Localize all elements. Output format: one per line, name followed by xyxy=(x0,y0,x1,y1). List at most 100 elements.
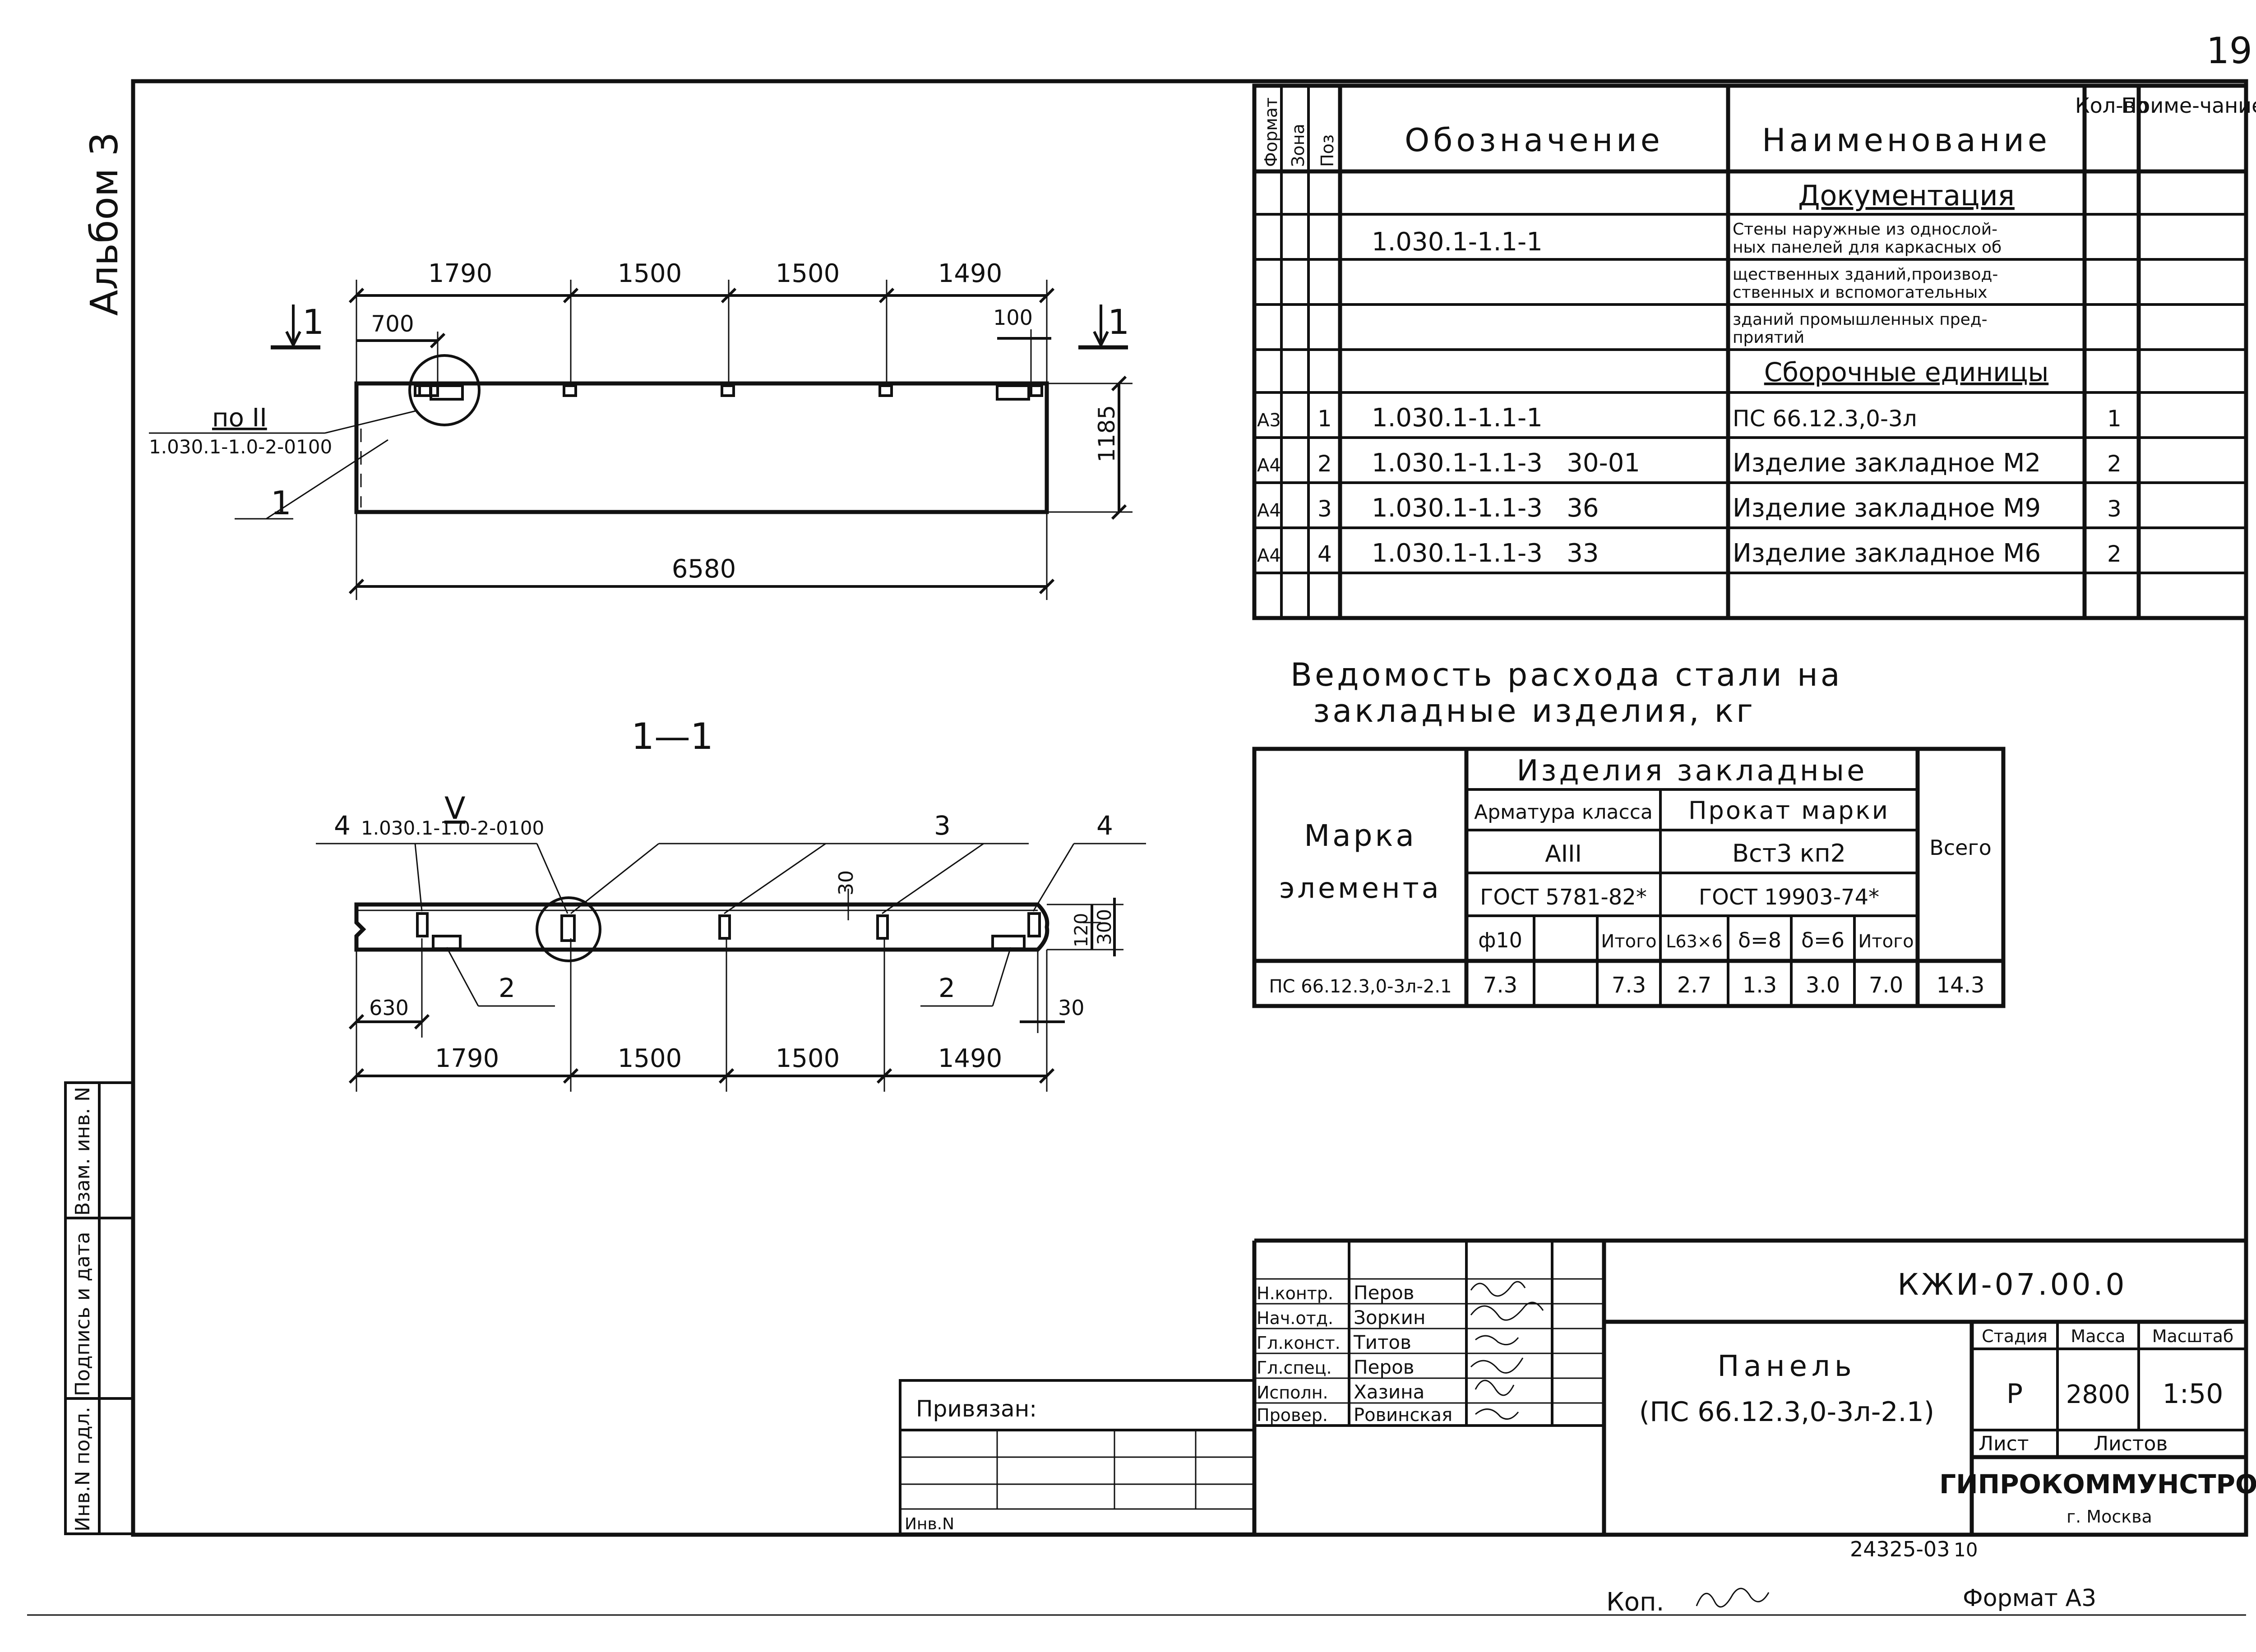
doc-designation: 1.030.1-1.1-1 xyxy=(1372,227,1543,257)
row-val-7: 7.0 xyxy=(1869,973,1903,998)
panel-plan-view: 1790 1500 1500 1490 700 100 1185 6580 1 xyxy=(149,259,1133,600)
steel-title-1: Ведомость расхода стали на xyxy=(1290,656,1843,693)
svg-text:2: 2 xyxy=(2107,541,2122,567)
sec-pos2-left: 2 xyxy=(499,973,515,1003)
h-mark-1: Марка xyxy=(1304,818,1417,853)
role-2: Нач.отд. xyxy=(1257,1308,1333,1328)
sec-embed-m9-1 xyxy=(560,914,576,942)
dim-100: 100 xyxy=(993,305,1033,330)
role-1: Н.контр. xyxy=(1257,1283,1333,1303)
sheet-corner-number: 19 xyxy=(2206,30,2252,72)
svg-text:А4: А4 xyxy=(1257,500,1281,521)
section-documentation: Документация xyxy=(1798,179,2015,212)
svg-text:2: 2 xyxy=(2107,451,2122,477)
ref-doc-section: 1.030.1-1.0-2-0100 xyxy=(361,817,544,839)
detail-circle-ii xyxy=(408,354,481,426)
archive-sheet: 10 xyxy=(1954,1539,1978,1561)
panel-outline xyxy=(354,381,1049,514)
sec-embed-m9-3 xyxy=(876,914,889,940)
doc-name-line-3: щественных зданий,производ- xyxy=(1733,265,1998,284)
svg-text:Изделие закладное М9: Изделие закладное М9 xyxy=(1733,494,2041,523)
h-rolled: Прокат марки xyxy=(1688,796,1890,825)
role-5: Исполн. xyxy=(1257,1383,1328,1403)
section-mark-right: 1 xyxy=(1078,302,1129,350)
svg-text:А3: А3 xyxy=(1257,410,1281,431)
h-mark-2: элемента xyxy=(1279,872,1441,904)
svg-text:2: 2 xyxy=(1318,451,1332,477)
section-view-1-1: 1—1 4 V 1.030.1-1.0-2-0100 3 4 2 2 xyxy=(316,715,1146,1092)
hdr-format: Формат xyxy=(1261,97,1281,167)
embed-m9-3 xyxy=(878,384,893,397)
svg-text:3: 3 xyxy=(1318,496,1332,522)
mass-value: 2800 xyxy=(2066,1380,2131,1409)
ref-label-v: V xyxy=(444,791,466,826)
svg-text:А4: А4 xyxy=(1257,455,1281,476)
h-rebar: Арматура класса xyxy=(1474,801,1653,824)
sub-7: Итого xyxy=(1858,931,1914,952)
sec-dim-bottom-4: 1490 xyxy=(938,1044,1003,1073)
person-6: Ровинская xyxy=(1354,1405,1452,1426)
spec-row-1: А3 1 1.030.1-1.1-1 ПС 66.12.3,0-3л 1 xyxy=(1257,403,2122,433)
sec-embed-m6-right xyxy=(1027,912,1041,937)
panel-section-outline xyxy=(354,902,1049,952)
doc-name-line-4: ственных и вспомогательных xyxy=(1733,283,1988,302)
h-scale: Масштаб xyxy=(2152,1326,2234,1346)
doc-name-line-1: Стены наружные из однослой- xyxy=(1733,220,1997,239)
sec-dim-30-right: 30 xyxy=(1058,996,1085,1020)
sec-embed-m2-left xyxy=(432,935,462,950)
footer: 24325-03 10 Коп. Формат А3 xyxy=(1606,1537,2096,1617)
svg-text:1.030.1-1.1-3 36: 1.030.1-1.1-3 36 xyxy=(1372,494,1599,523)
sub-3: Итого xyxy=(1601,931,1656,952)
sec-pos4-right: 4 xyxy=(1096,810,1113,841)
sec-pos3: 3 xyxy=(934,810,951,841)
svg-text:А4: А4 xyxy=(1257,545,1281,566)
title-block: Н.контр. Нач.отд. Гл.конст. Гл.спец. Исп… xyxy=(899,1238,2256,1535)
section-assemblies: Сборочные единицы xyxy=(1764,357,2049,388)
hdr-zone: Зона xyxy=(1288,124,1308,167)
spec-row-3: А4 3 1.030.1-1.1-3 36 Изделие закладное … xyxy=(1257,494,2122,523)
inv-label: Инв.N xyxy=(905,1515,954,1533)
sec-dim-630: 630 xyxy=(369,996,409,1020)
dim-top-3: 1500 xyxy=(776,259,840,288)
person-3: Титов xyxy=(1353,1331,1411,1353)
scale-value: 1:50 xyxy=(2163,1378,2224,1410)
row-mark: ПС 66.12.3,0-3л-2.1 xyxy=(1269,976,1452,997)
dim-700: 700 xyxy=(371,311,414,337)
dim-top-4: 1490 xyxy=(938,259,1003,288)
sec-embed-m2-right xyxy=(991,935,1026,950)
spec-row-4: А4 4 1.030.1-1.1-3 33 Изделие закладное … xyxy=(1257,539,2122,568)
row-total: 14.3 xyxy=(1937,973,1985,998)
h-total: Всего xyxy=(1929,835,1991,860)
h-sheets: Листов xyxy=(2094,1432,2168,1455)
item-name-2: (ПС 66.12.3,0-3л-2.1) xyxy=(1639,1396,1934,1428)
h-rebar-gost: ГОСТ 5781-82* xyxy=(1480,885,1647,910)
svg-text:1: 1 xyxy=(1318,406,1332,432)
section-mark-left: 1 xyxy=(271,302,324,350)
specification-table: Формат Зона Поз Обозначение Наименование… xyxy=(1252,83,2256,620)
org-city: г. Москва xyxy=(2066,1507,2152,1527)
album-label: Альбом 3 xyxy=(82,132,126,316)
dim-top-2: 1500 xyxy=(618,259,682,288)
person-2: Зоркин xyxy=(1354,1306,1425,1329)
h-rolled-gost: ГОСТ 19903-74* xyxy=(1699,885,1879,910)
role-3: Гл.конст. xyxy=(1257,1333,1341,1353)
hdr-note: Приме-чание xyxy=(2122,93,2256,118)
ref-doc-plan: 1.030.1-1.0-2-0100 xyxy=(149,436,332,458)
dim-length: 6580 xyxy=(672,554,736,584)
embed-m9-2 xyxy=(721,384,735,397)
stamp-inv-original: Инв.N подл. xyxy=(71,1407,94,1532)
doc-code: КЖИ-07.00.0 xyxy=(1897,1267,2127,1302)
sec-dim-30: 30 xyxy=(835,870,858,895)
detail-circle-v xyxy=(536,896,601,962)
doc-name-line-5: зданий промышленных пред- xyxy=(1733,310,1988,329)
sec-dim-bottom-1: 1790 xyxy=(435,1044,499,1073)
steel-title-2: закладные изделия, кг xyxy=(1313,692,1756,729)
row-val-6: 3.0 xyxy=(1806,973,1840,998)
svg-text:1.030.1-1.1-1: 1.030.1-1.1-1 xyxy=(1372,403,1543,433)
copy-label: Коп. xyxy=(1606,1587,1664,1617)
sub-4: L63×6 xyxy=(1666,932,1723,951)
svg-text:1.030.1-1.1-3 30-01: 1.030.1-1.1-3 30-01 xyxy=(1372,448,1640,478)
doc-name-line-2: ных панелей для каркасных об xyxy=(1733,238,2002,257)
format-label: Формат А3 xyxy=(1963,1585,2096,1612)
embed-m6-left xyxy=(418,384,432,397)
